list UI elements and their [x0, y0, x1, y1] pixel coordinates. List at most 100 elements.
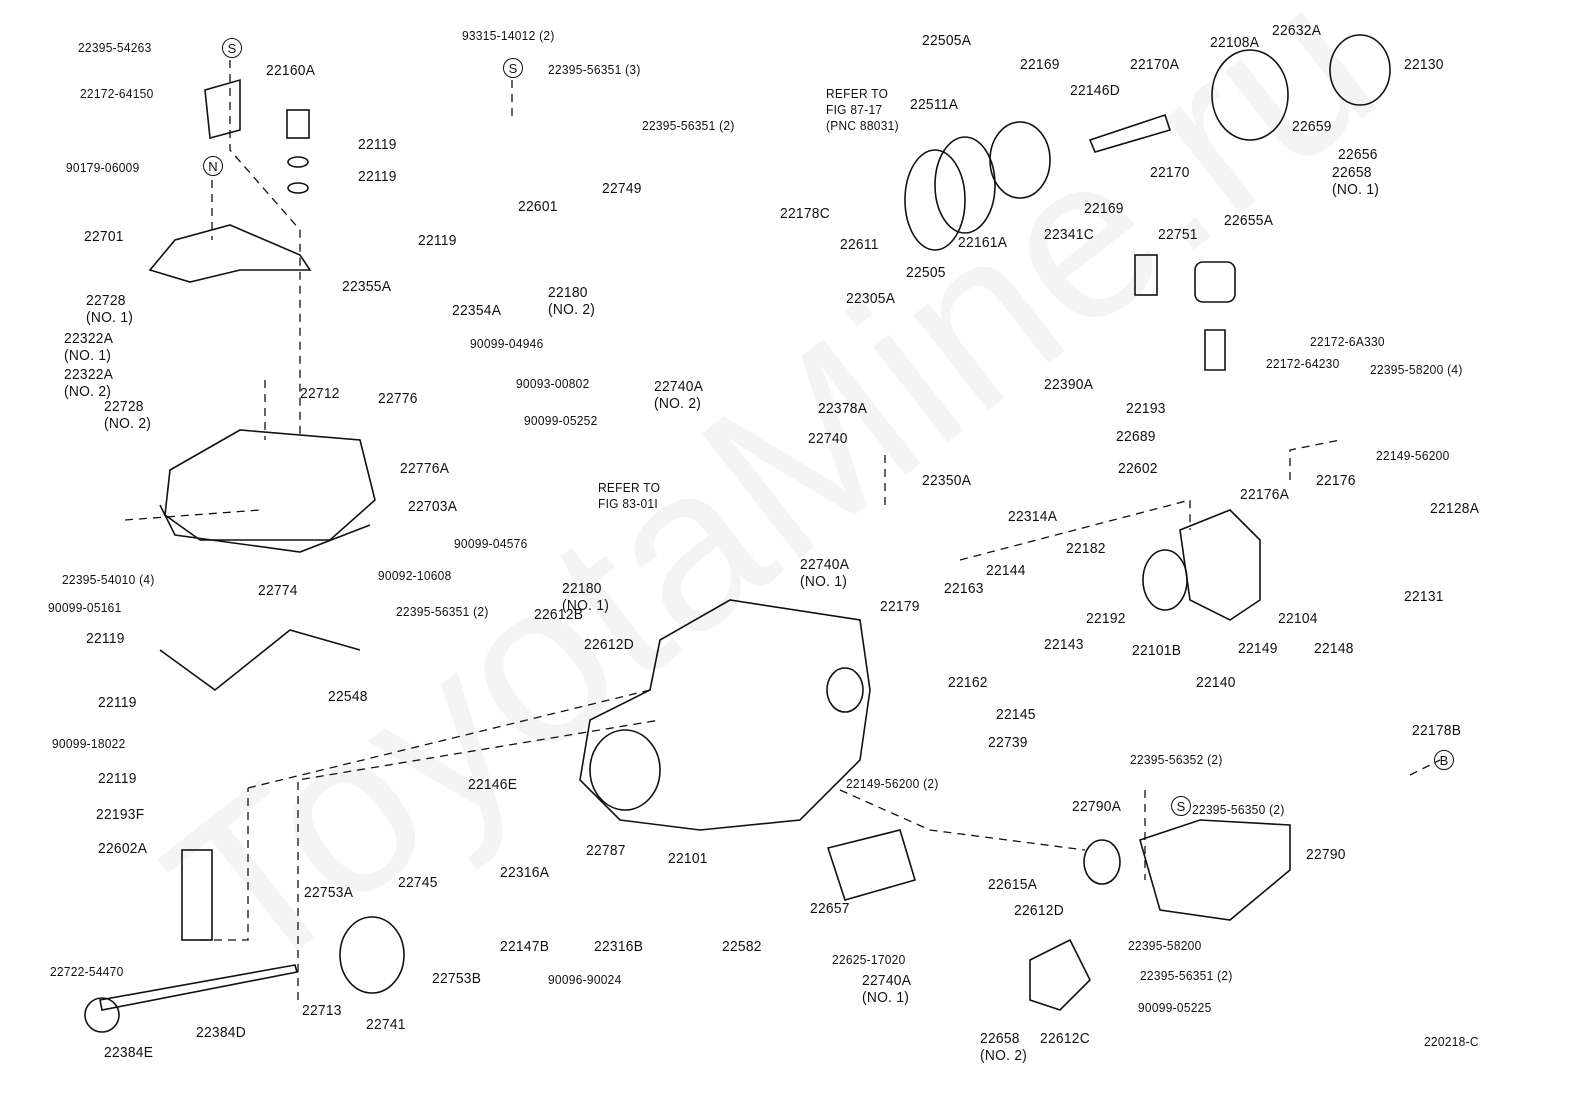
part-number-label: 22505A: [922, 32, 972, 49]
cover-gasket: [159, 504, 371, 553]
part-number-label: 22172-64230: [1266, 356, 1340, 371]
part-number-label: 22350A: [922, 472, 972, 489]
o-ring: [1142, 549, 1188, 611]
end-cover: [1329, 34, 1391, 106]
part-number-label: 22395-56351 (2): [396, 604, 489, 619]
part-number-label: 22395-54010 (4): [62, 572, 155, 587]
part-number-label: 22790: [1306, 846, 1346, 863]
part-number-label: 22163: [944, 580, 984, 597]
part-number-label: 22753B: [432, 970, 482, 987]
part-number-label: 22739: [988, 734, 1028, 751]
part-number-label: 22148: [1314, 640, 1354, 657]
part-number-label: 22192: [1086, 610, 1126, 627]
washer: [287, 156, 309, 168]
part-number-label: 22104: [1278, 610, 1318, 627]
part-number-label: 22170: [1150, 164, 1190, 181]
pump-body: [579, 599, 871, 831]
part-number-label: 93315-14012 (2): [462, 28, 555, 43]
part-number-label: 22119: [86, 630, 125, 647]
part-number-label: 22378A: [818, 400, 868, 417]
part-number-label: 22713: [302, 1002, 342, 1019]
part-number-label: 90099-04946: [470, 336, 544, 351]
part-number-label: 22582: [722, 938, 762, 955]
adjusting-screw: [99, 964, 299, 1011]
part-number-label: 22659: [1292, 118, 1332, 135]
part-number-label: 22602: [1118, 460, 1158, 477]
part-number-label: 22145: [996, 706, 1036, 723]
nut: [84, 997, 120, 1033]
part-number-label: 22701: [84, 228, 124, 245]
gear: [989, 121, 1051, 199]
lever: [148, 224, 312, 283]
part-number-label: 22703A: [408, 498, 458, 515]
part-number-label: 22741: [366, 1016, 406, 1033]
circled-reference-mark: B: [1434, 750, 1454, 770]
part-number-label: 22178C: [780, 205, 831, 222]
pulley: [904, 149, 966, 251]
part-number-label: 90099-05225: [1138, 1000, 1212, 1015]
part-number-label: 22322A (NO. 2): [64, 366, 114, 400]
part-number-label: 22119: [358, 136, 397, 153]
part-number-label: 22655A: [1224, 212, 1274, 229]
pump-port: [826, 667, 864, 713]
part-number-label: 22511A: [910, 96, 959, 113]
part-number-label: 22119: [358, 168, 397, 185]
part-number-label: 22143: [1044, 636, 1084, 653]
part-number-label: 22170A: [1130, 56, 1180, 73]
part-number-label: 22657: [810, 900, 850, 917]
part-number-label: 22176: [1316, 472, 1356, 489]
part-number-label: 22505: [906, 264, 946, 281]
part-number-label: 22390A: [1044, 376, 1094, 393]
part-number-label: 22108A: [1210, 34, 1260, 51]
pipe: [159, 629, 361, 692]
part-number-label: 22753A: [304, 884, 354, 901]
part-number-label: 22776: [378, 390, 418, 407]
part-number-label: 22160A: [266, 62, 316, 79]
part-number-label: 22395-56351 (2): [642, 118, 735, 133]
distributor-head: [1179, 509, 1261, 621]
part-number-label: 22169: [1084, 200, 1124, 217]
part-number-label: 22149-56200: [1376, 448, 1450, 463]
timer-valve: [1139, 819, 1291, 921]
part-number-label: 22611: [840, 236, 879, 253]
part-number-label: 22728 (NO. 2): [104, 398, 152, 432]
part-number-label: 90099-05252: [524, 413, 598, 428]
part-number-label: 22149: [1238, 640, 1278, 657]
part-number-label: 22740A (NO. 2): [654, 378, 704, 412]
part-number-label: 22161A: [958, 234, 1008, 251]
part-number-label: 22384D: [196, 1024, 247, 1041]
part-number-label: 22172-64150: [80, 86, 154, 101]
part-number-label: 22354A: [452, 302, 502, 319]
piston: [826, 829, 916, 901]
part-number-label: 22740A (NO. 1): [800, 556, 850, 590]
connector: [1134, 254, 1158, 296]
part-number-label: 90179-06009: [66, 160, 140, 175]
part-number-label: 22689: [1116, 428, 1156, 445]
part-number-label: 22130: [1404, 56, 1444, 73]
part-number-label: 22601: [518, 198, 558, 215]
spring: [181, 849, 213, 941]
part-number-label: 22128A: [1430, 500, 1480, 517]
part-number-label: 22790A: [1072, 798, 1122, 815]
part-number-label: 22395-56352 (2): [1130, 752, 1223, 767]
part-number-label: 22172-6A330: [1310, 334, 1385, 349]
part-number-label: 22341C: [1044, 226, 1095, 243]
timer-cover-c: [1029, 938, 1091, 1011]
part-number-label: 90092-10608: [378, 568, 452, 583]
part-number-label: 22314A: [1008, 508, 1058, 525]
feed-pump: [1211, 49, 1289, 141]
pump-flange: [589, 729, 661, 811]
circled-reference-mark: S: [222, 38, 242, 58]
part-number-label: 22147B: [500, 938, 550, 955]
part-number-label: 22180 (NO. 1): [562, 580, 610, 614]
part-number-label: 22615A: [988, 876, 1038, 893]
part-number-label: 90093-00802: [516, 376, 590, 391]
pulley-hub: [934, 136, 996, 234]
part-number-label: 22322A (NO. 1): [64, 330, 114, 364]
part-number-label: 22602A: [98, 840, 148, 857]
sensor: [1204, 329, 1226, 371]
part-number-label: 22395-58200: [1128, 938, 1202, 953]
part-number-label: 22384E: [104, 1044, 154, 1061]
part-number-label: 22632A: [1272, 22, 1322, 39]
